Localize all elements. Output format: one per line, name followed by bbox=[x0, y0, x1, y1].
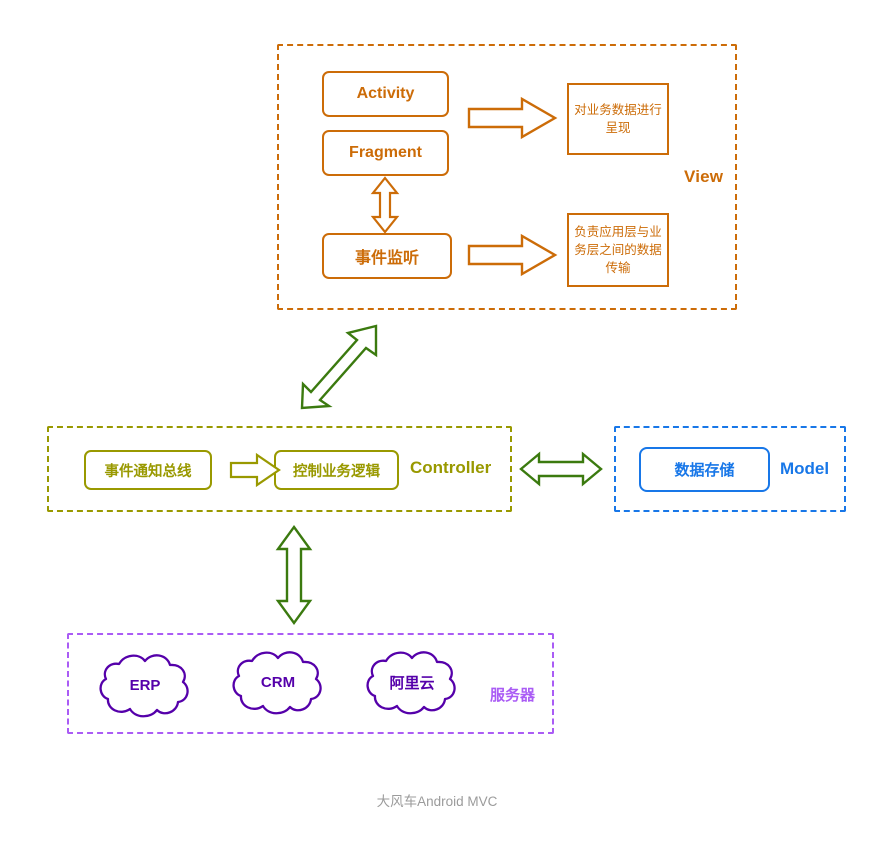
model-box-data-storage[interactable]: 数据存储 bbox=[639, 447, 770, 492]
model-group-label: Model bbox=[780, 459, 830, 478]
view-box-event-listener[interactable]: 事件监听 bbox=[322, 233, 452, 279]
arrow-controller-server-icon bbox=[275, 524, 313, 626]
model-group-container bbox=[614, 426, 846, 512]
view-note-data-presentation: 对业务数据进行呈现 bbox=[567, 83, 669, 155]
arrow-view-controller-icon bbox=[298, 322, 380, 412]
server-cloud-erp[interactable]: ERP bbox=[95, 650, 195, 720]
view-box-activity[interactable]: Activity bbox=[322, 71, 449, 117]
view-note-text: 负责应用层与业务层之间的数据传输 bbox=[574, 224, 662, 276]
view-box-fragment[interactable]: Fragment bbox=[322, 130, 449, 176]
controller-box-business-logic[interactable]: 控制业务逻辑 bbox=[274, 450, 399, 490]
controller-group-label: Controller bbox=[410, 458, 492, 477]
server-cloud-crm[interactable]: CRM bbox=[228, 647, 328, 717]
view-note-data-transport: 负责应用层与业务层之间的数据传输 bbox=[567, 213, 669, 287]
view-note-text: 对业务数据进行呈现 bbox=[574, 102, 662, 135]
view-group-container bbox=[277, 44, 737, 310]
server-group-label: 服务器 bbox=[490, 687, 536, 704]
server-group-container bbox=[67, 633, 554, 734]
controller-group-container bbox=[47, 426, 512, 512]
view-group-label: View bbox=[684, 167, 724, 186]
arrow-controller-model-icon bbox=[519, 447, 603, 491]
diagram-caption: 大风车Android MVC bbox=[376, 794, 498, 809]
controller-box-event-bus[interactable]: 事件通知总线 bbox=[84, 450, 212, 490]
server-cloud-aliyun[interactable]: 阿里云 bbox=[362, 647, 462, 717]
